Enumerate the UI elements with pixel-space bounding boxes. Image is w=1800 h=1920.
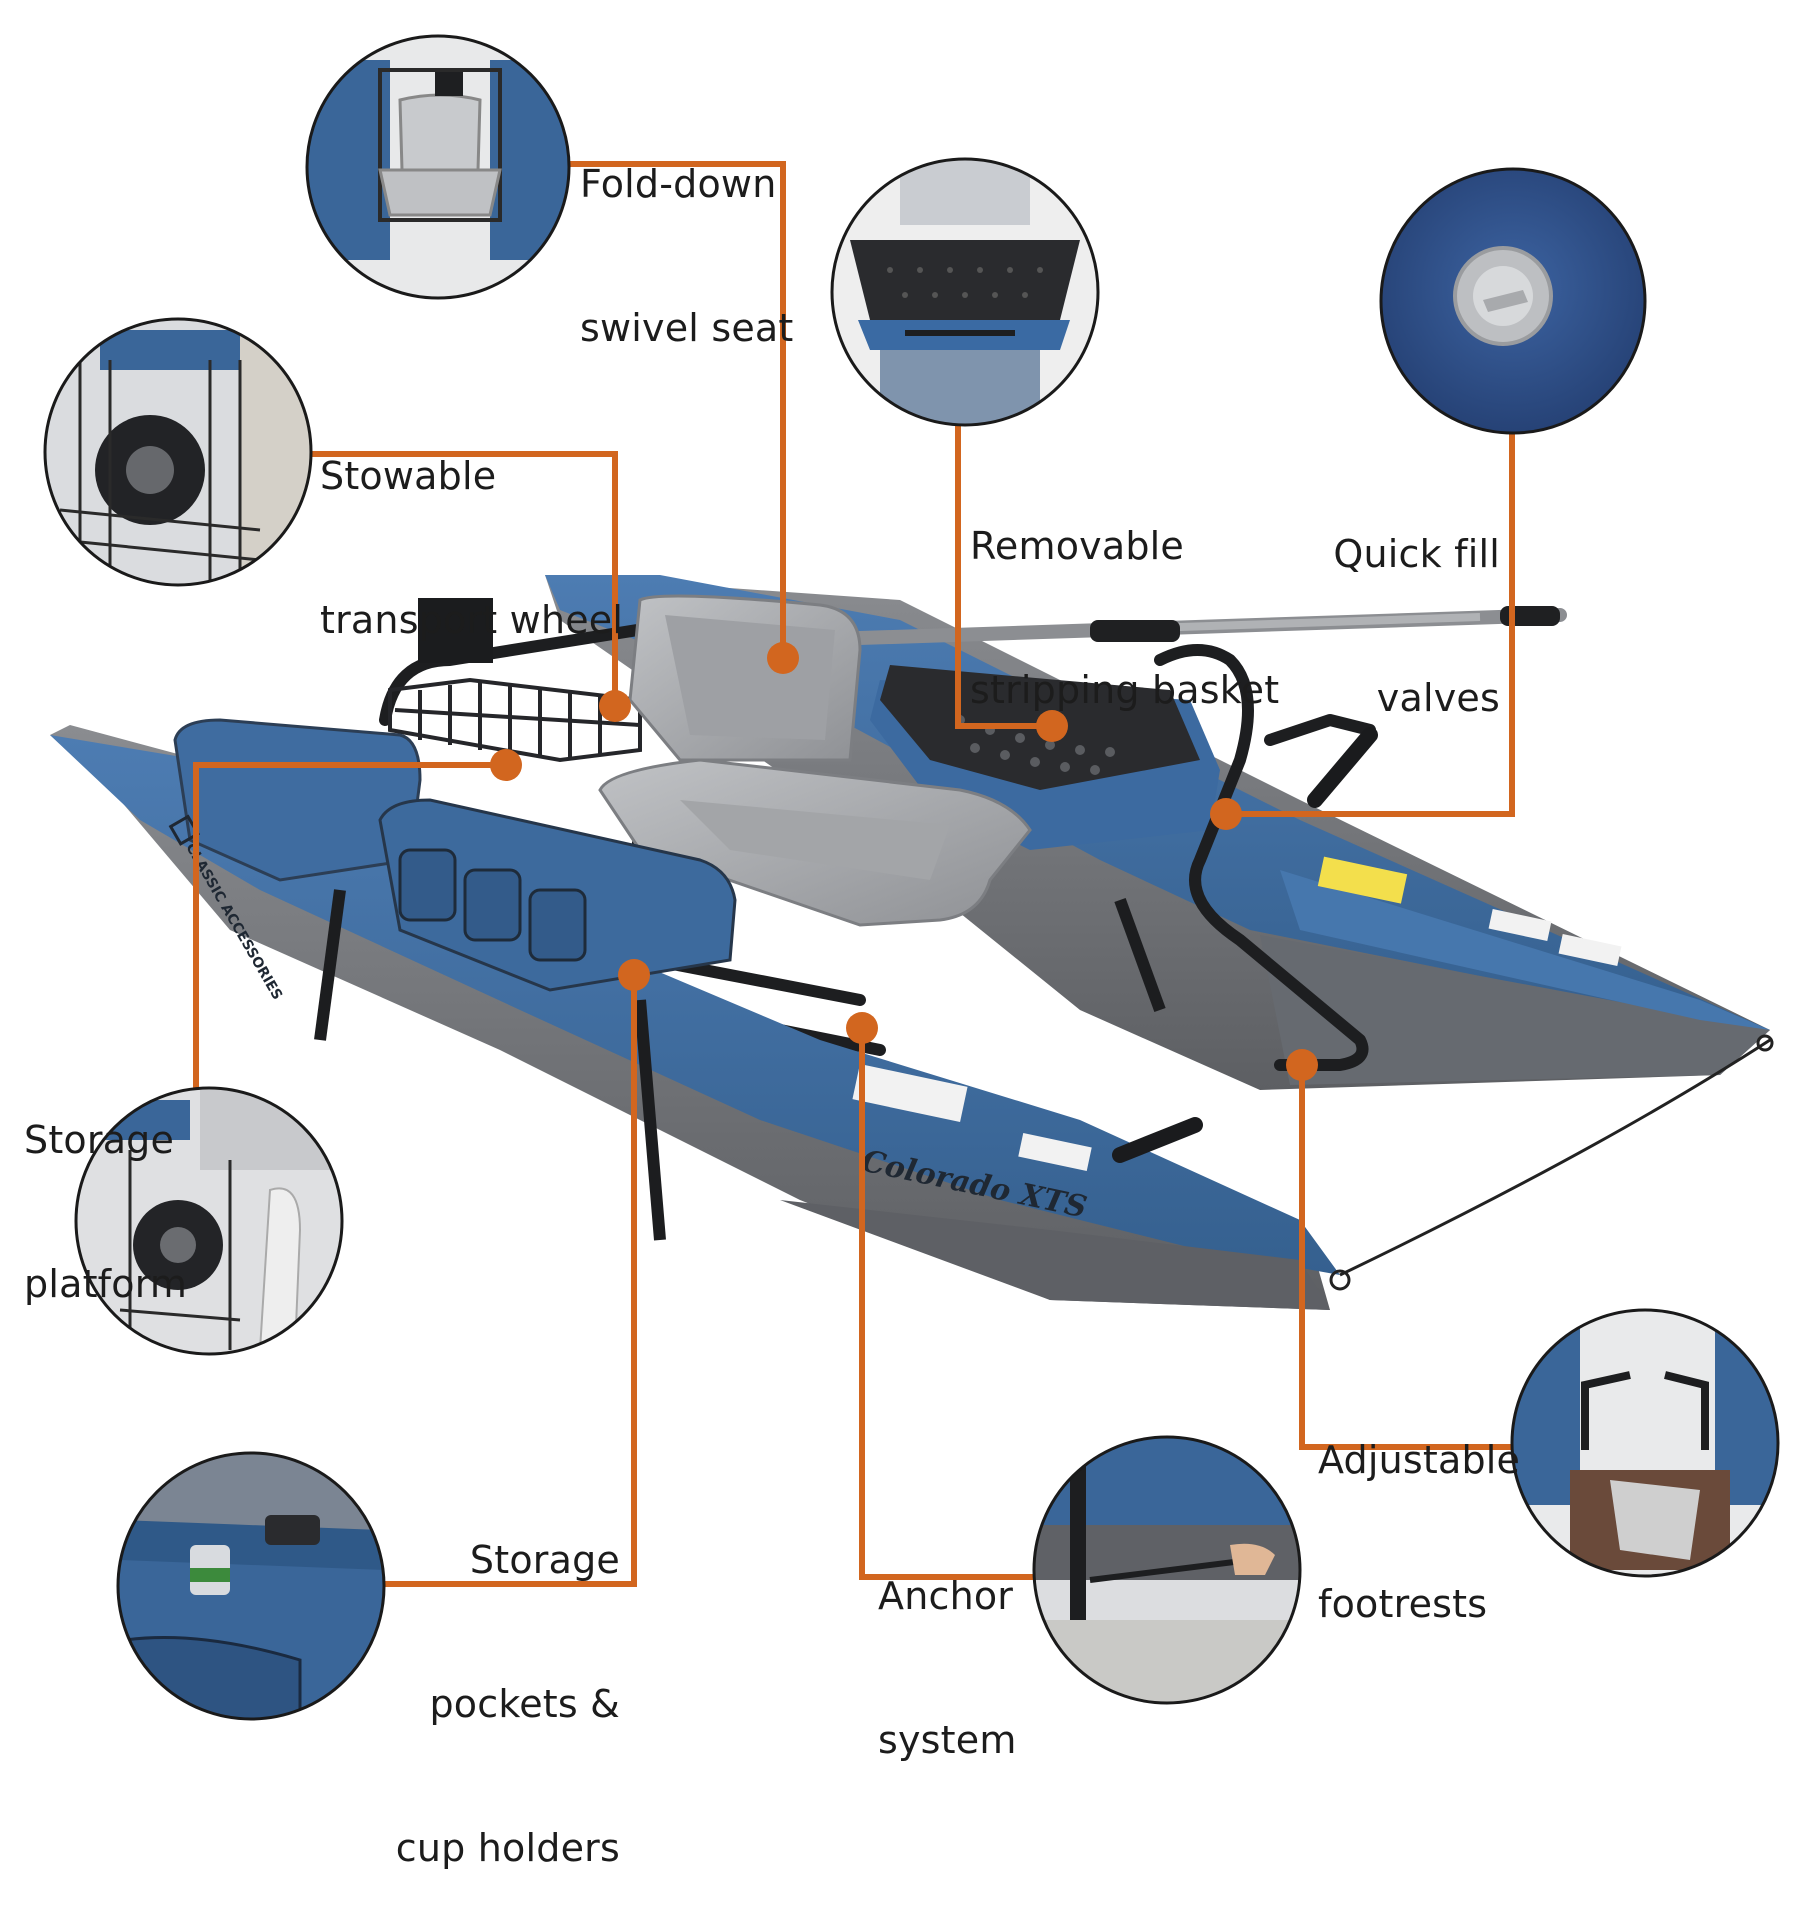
cup-holder-photo [116, 1451, 386, 1721]
left-pontoon [50, 725, 1340, 1310]
dot-anchor [846, 1012, 878, 1044]
leader-line-valves [1226, 426, 1515, 817]
warning-labels [852, 856, 1622, 1172]
callout-wheel-label: Stowable transport wheel [320, 454, 624, 642]
dot-pockets [618, 959, 650, 991]
oar [793, 606, 1567, 647]
anchor-system-photo [1032, 1435, 1302, 1705]
leader-line-pockets [384, 975, 637, 1587]
leader-line-wheel [310, 451, 618, 706]
stripping-basket-photo [830, 157, 1100, 427]
wire-basket-rack [388, 677, 642, 763]
dot-basket [1036, 710, 1068, 742]
callout-footrests-label: Adjustable footrests [1318, 1438, 1521, 1626]
dot-valves [1210, 798, 1242, 830]
callout-platform-label: Storage platform [24, 1118, 188, 1306]
pontoon-boat: Colorado XTS CLASSIC ACCESSORIES [50, 575, 1774, 1310]
callout-anchor-label: Anchor system [878, 1574, 1017, 1762]
transport-wheel-photo [43, 317, 313, 587]
leader-lines [193, 161, 1515, 1587]
dot-platform [490, 749, 522, 781]
motor-mount [418, 598, 493, 663]
footrest-pegs [1112, 727, 1378, 1163]
callout-pockets-label: Storage pockets & cup holders [395, 1538, 620, 1870]
callout-valves-label: Quick fill valves [1333, 532, 1500, 720]
dot-wheel [599, 690, 631, 722]
dot-footrests [1286, 1049, 1318, 1081]
footrest-photo [1510, 1308, 1780, 1578]
swivel-seat-photo [305, 34, 571, 300]
leader-line-platform [193, 762, 506, 1116]
leader-line-basket [955, 425, 1052, 729]
product-feature-diagram: Colorado XTS CLASSIC ACCESSORIES [43, 34, 1780, 1721]
pontoon-straps [314, 889, 1166, 1241]
leader-line-footrests [1299, 1065, 1512, 1450]
leader-line-seat [568, 161, 786, 658]
storage-bags [173, 718, 737, 992]
fill-valve-photo [1379, 167, 1647, 435]
anchor-line [1329, 1034, 1774, 1291]
leader-line-anchor [859, 1028, 1034, 1580]
callout-basket-label: Removable stripping basket [970, 524, 1280, 712]
callout-seat-label: Fold-down swivel seat [580, 162, 794, 350]
dot-seat [767, 642, 799, 674]
leader-dots [490, 642, 1318, 1081]
